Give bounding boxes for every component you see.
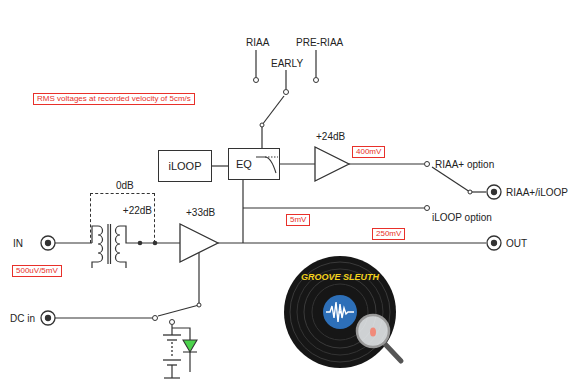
logo-vinyl [284, 256, 396, 368]
level-box: 400mV [352, 146, 385, 158]
node-text: 0dB [115, 180, 135, 191]
switch-label: RIAA [246, 37, 269, 48]
connectors [41, 185, 501, 325]
switch-label: EARLY [271, 58, 303, 69]
node-text: 400mV [356, 147, 381, 156]
option-label: RIAA+ option [435, 159, 494, 170]
option-label: iLOOP option [432, 212, 492, 223]
note-box: RMS voltages at recorded velocity of 5cm… [33, 93, 195, 105]
battery-symbol [163, 335, 181, 365]
node-text: EQ [236, 158, 252, 170]
node-text: +22dB [122, 205, 153, 216]
node-text: 500uV/5mV [16, 266, 58, 275]
node-text: 250mV [376, 229, 401, 238]
connector-label: DC in [10, 313, 35, 324]
connector-label: OUT [506, 238, 527, 249]
transformer-coils [98, 224, 120, 264]
node-text: 5mV [290, 215, 306, 224]
led-symbol [183, 340, 197, 352]
level-box: 5mV [286, 214, 310, 226]
node-text: iLOOP [168, 160, 201, 172]
level-box: 250mV [372, 228, 405, 240]
signal-wire [212, 165, 228, 166]
node-text: RMS voltages at recorded velocity of 5cm… [37, 94, 191, 103]
logo-text: GROOVE SLEUTH [301, 272, 379, 283]
connector-label: IN [13, 238, 23, 249]
bypass-box: 0dB+22dB [90, 193, 155, 243]
gain-label: +24dB [316, 131, 345, 142]
connector-label: RIAA+/iLOOP [506, 187, 568, 198]
gain-label: +33dB [186, 207, 215, 218]
process-box: iLOOP [158, 150, 212, 182]
eq-curve [256, 157, 278, 173]
switch-label: PRE-RIAA [296, 37, 343, 48]
eq-box: EQ [228, 148, 280, 180]
level-box: 500uV/5mV [12, 265, 62, 277]
logo-magnifier [357, 315, 401, 361]
